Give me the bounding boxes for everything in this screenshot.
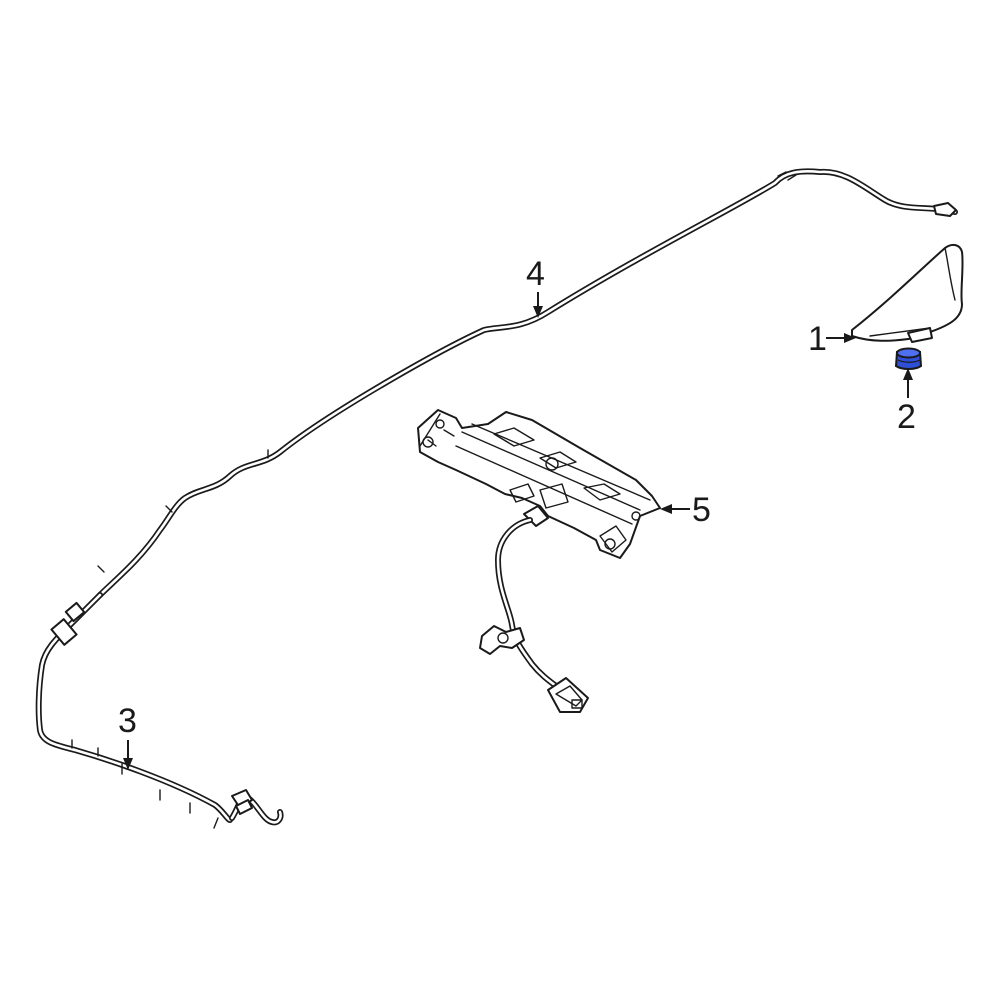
callout-label-2: 2	[897, 398, 916, 436]
leader-arrow-5	[660, 504, 672, 514]
antenna-nut	[894, 347, 923, 370]
shark-fin-antenna	[851, 243, 964, 343]
callout-label-4: 4	[526, 255, 545, 293]
callout-label-1: 1	[808, 320, 827, 358]
callout-label-3: 3	[118, 702, 137, 740]
callout-label-5: 5	[692, 491, 711, 529]
callout-2: 2	[897, 368, 916, 436]
antenna-amplifier-module	[417, 409, 661, 713]
antenna-lead-harness	[35, 592, 284, 829]
leader-arrow-2	[903, 368, 913, 380]
leader-arrow-1	[844, 333, 856, 343]
callout-5: 5	[660, 491, 711, 529]
leader-arrow-3	[123, 758, 133, 770]
antenna-cable	[97, 168, 958, 598]
callout-3: 3	[118, 702, 137, 770]
leader-arrow-4	[533, 306, 543, 318]
callout-1: 1	[808, 320, 856, 358]
callout-4: 4	[526, 255, 545, 318]
